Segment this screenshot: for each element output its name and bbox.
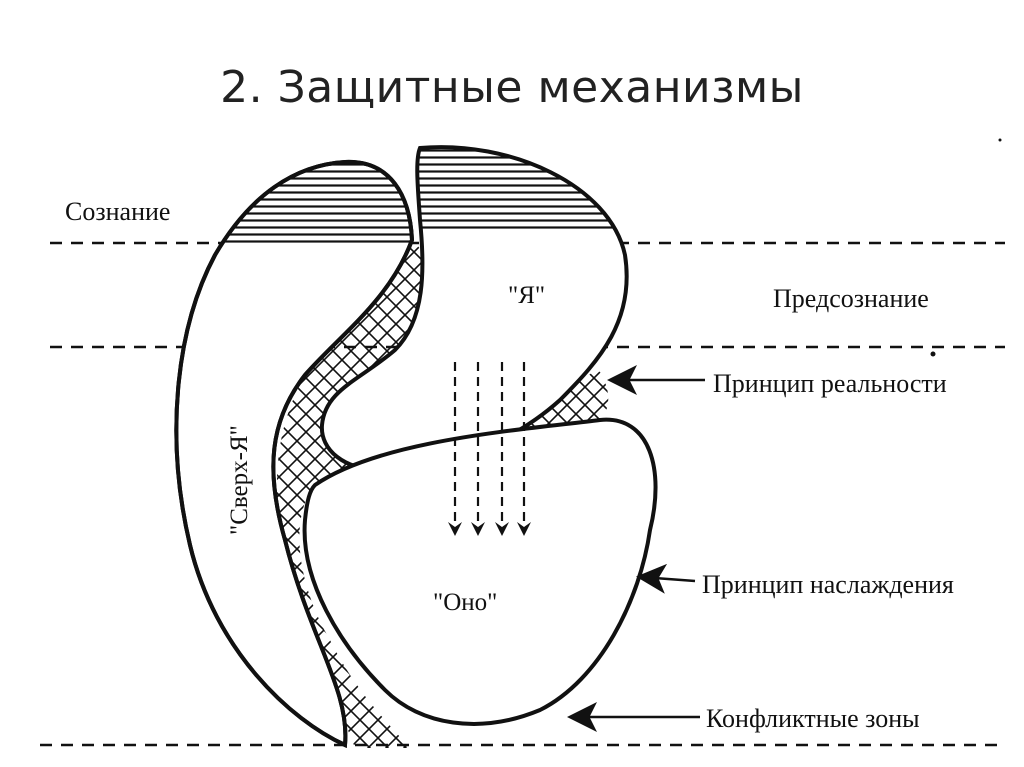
label-conflict-zones: Конфликтные зоны [706,704,920,733]
label-reality-principle: Принцип реальности [713,369,947,398]
label-preconscious: Предсознание [773,284,929,313]
label-id: "Оно" [433,589,497,616]
superego-conscious-part [176,161,412,243]
scan-speck [930,351,936,357]
label-conscious: Сознание [65,197,170,226]
scan-speck [998,138,1002,142]
slide-title: 2. Защитные механизмы [220,62,804,113]
label-ego: "Я" [508,282,545,309]
label-superego: "Сверх-Я" [226,425,253,535]
ego-conscious-part [410,147,627,233]
id-region [302,417,658,726]
label-pleasure-principle: Принцип наслаждения [702,570,954,599]
conflict-zone-hatch [276,240,609,748]
ego-id-arrows [453,362,526,528]
ego-id-arrowheads [448,522,531,536]
pleasure-principle-arrow [636,563,696,594]
